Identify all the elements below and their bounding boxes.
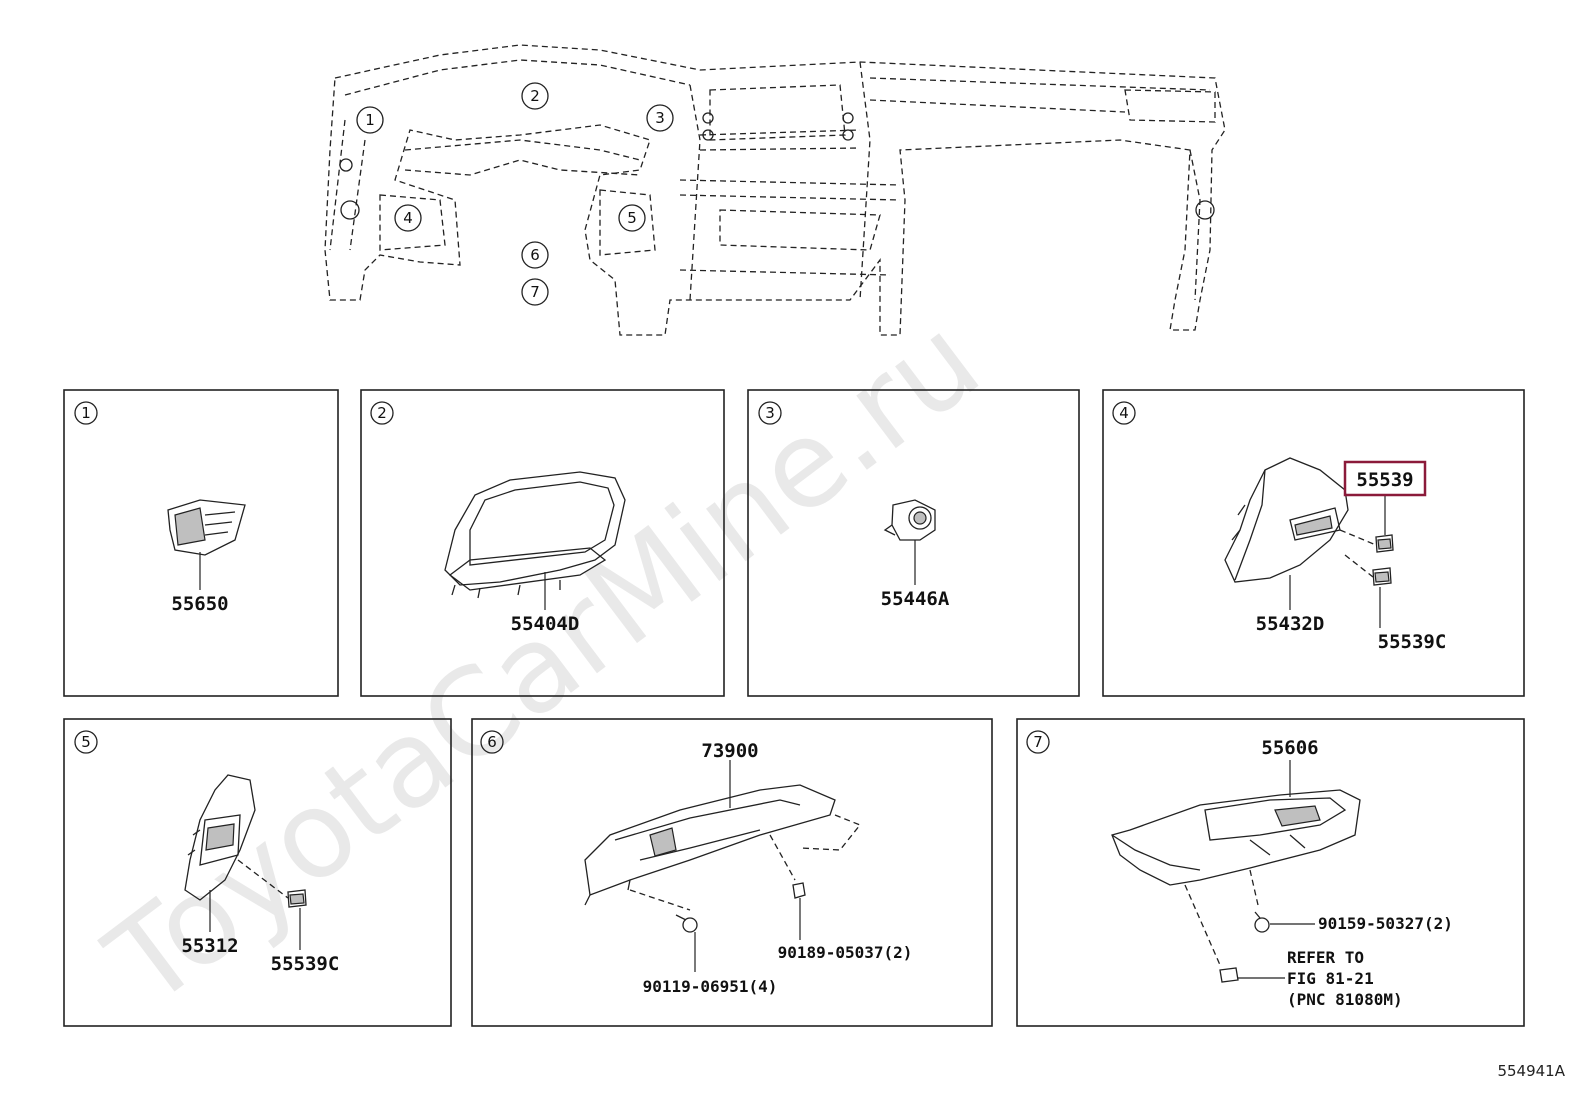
panel-3: 3 55446A [747, 389, 1080, 697]
diagram-id: 554941A [1497, 1062, 1565, 1080]
svg-text:7: 7 [530, 283, 540, 301]
overview-callout-5[interactable]: 5 [618, 204, 646, 232]
svg-text:2: 2 [530, 87, 540, 105]
switch-55539C-drawing [1372, 567, 1392, 586]
part-label-55606[interactable]: 55606 [1261, 737, 1318, 759]
overview-callout-6[interactable]: 6 [521, 241, 549, 269]
switch-55539C-p5-drawing [287, 889, 307, 908]
svg-text:5: 5 [627, 209, 637, 227]
part-label-55404D[interactable]: 55404D [511, 613, 580, 635]
round-vent-drawing [883, 499, 936, 541]
panel-6-number: 6 [487, 733, 497, 751]
panel-6: 6 73900 90189-05037(2) 90119-06951(4) [471, 718, 993, 1027]
overview-callout-1[interactable]: 1 [356, 106, 384, 134]
panel-1: 1 55650 [63, 389, 339, 697]
panel-2: 2 55404D [360, 389, 725, 697]
part-label-90159-50327[interactable]: 90159-50327(2) [1318, 914, 1453, 933]
svg-text:1: 1 [365, 111, 375, 129]
part-label-55539C[interactable]: 55539C [1378, 631, 1447, 653]
panel-1-number: 1 [81, 404, 91, 422]
watermark: ToyotaCarMine.ru [83, 291, 1005, 1034]
part-label-90189-05037[interactable]: 90189-05037(2) [778, 943, 913, 962]
overview-callout-2[interactable]: 2 [521, 82, 549, 110]
panel-4-number: 4 [1119, 404, 1129, 422]
panel-5: 5 55312 55539C [63, 718, 452, 1027]
panel-7-number: 7 [1033, 733, 1043, 751]
part-label-55650[interactable]: 55650 [171, 593, 228, 615]
refer-note-line-3: (PNC 81080M) [1287, 990, 1403, 1009]
panel-2-number: 2 [377, 404, 387, 422]
switch-55539-drawing [1375, 534, 1394, 553]
part-label-55312[interactable]: 55312 [181, 935, 238, 957]
overview-callout-4[interactable]: 4 [394, 204, 422, 232]
panel-4: 4 55539 55432D 55539C [1102, 389, 1525, 697]
panel-5-number: 5 [81, 733, 91, 751]
part-label-73900[interactable]: 73900 [701, 740, 758, 762]
svg-text:3: 3 [655, 109, 665, 127]
part-label-55539C-p5[interactable]: 55539C [271, 953, 340, 975]
part-label-55446A[interactable]: 55446A [881, 588, 950, 610]
panel-3-number: 3 [765, 404, 775, 422]
part-label-55432D[interactable]: 55432D [1256, 613, 1325, 635]
clip-81080M-drawing [1219, 967, 1239, 983]
overview-callout-7[interactable]: 7 [521, 278, 549, 306]
svg-text:6: 6 [530, 246, 540, 264]
lower-panel-drawing [1224, 457, 1349, 583]
refer-note-line-1: REFER TO [1287, 948, 1364, 967]
side-panel-drawing [184, 774, 256, 901]
screw-90159-drawing [1254, 911, 1270, 933]
clip-90189-drawing [792, 882, 806, 899]
overview-callout-3[interactable]: 3 [646, 104, 674, 132]
refer-note-line-2: FIG 81-21 [1287, 969, 1374, 988]
part-label-55539[interactable]: 55539 [1356, 469, 1413, 491]
highlighted-part-frame [1343, 460, 1427, 497]
overview-dashboard [324, 44, 1226, 336]
bracket-drawing [584, 784, 836, 906]
bolt-90119-drawing [675, 914, 698, 933]
vent-part-drawing [167, 499, 246, 556]
part-label-90119-06951[interactable]: 90119-06951(4) [643, 977, 778, 996]
svg-text:4: 4 [403, 209, 413, 227]
meter-hood-drawing [444, 471, 626, 599]
panel-7: 7 55606 90159-50327(2) REFER TO FIG 81-2… [1016, 718, 1525, 1027]
lower-cover-drawing [1111, 789, 1361, 886]
